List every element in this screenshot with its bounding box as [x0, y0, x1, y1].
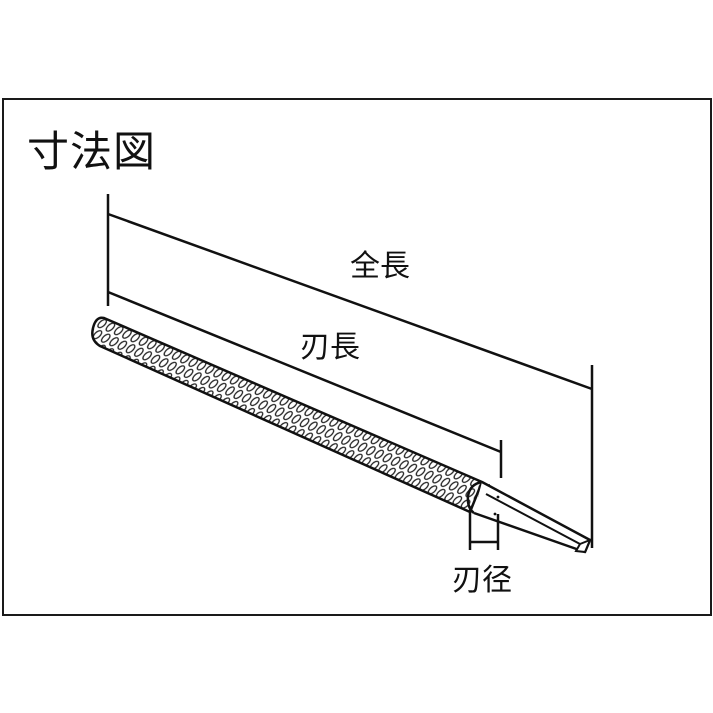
blade-diameter-label: 刃径: [452, 563, 512, 598]
knurled-blade-body: [91, 316, 484, 514]
blade-length-label: 刃長: [300, 330, 360, 365]
blade-length-dimension-line: [107, 290, 502, 454]
diagram-title: 寸法図: [27, 127, 157, 176]
blade-collar: [466, 480, 483, 515]
tip-end-face: [574, 538, 592, 554]
tip-dot: [493, 512, 497, 516]
total-length-label: 全長: [350, 249, 410, 284]
diagram-frame: [2, 98, 712, 616]
tip-dot: [496, 495, 500, 499]
total-length-dimension-line: [107, 212, 593, 391]
conical-tip-ridge: [485, 493, 581, 545]
